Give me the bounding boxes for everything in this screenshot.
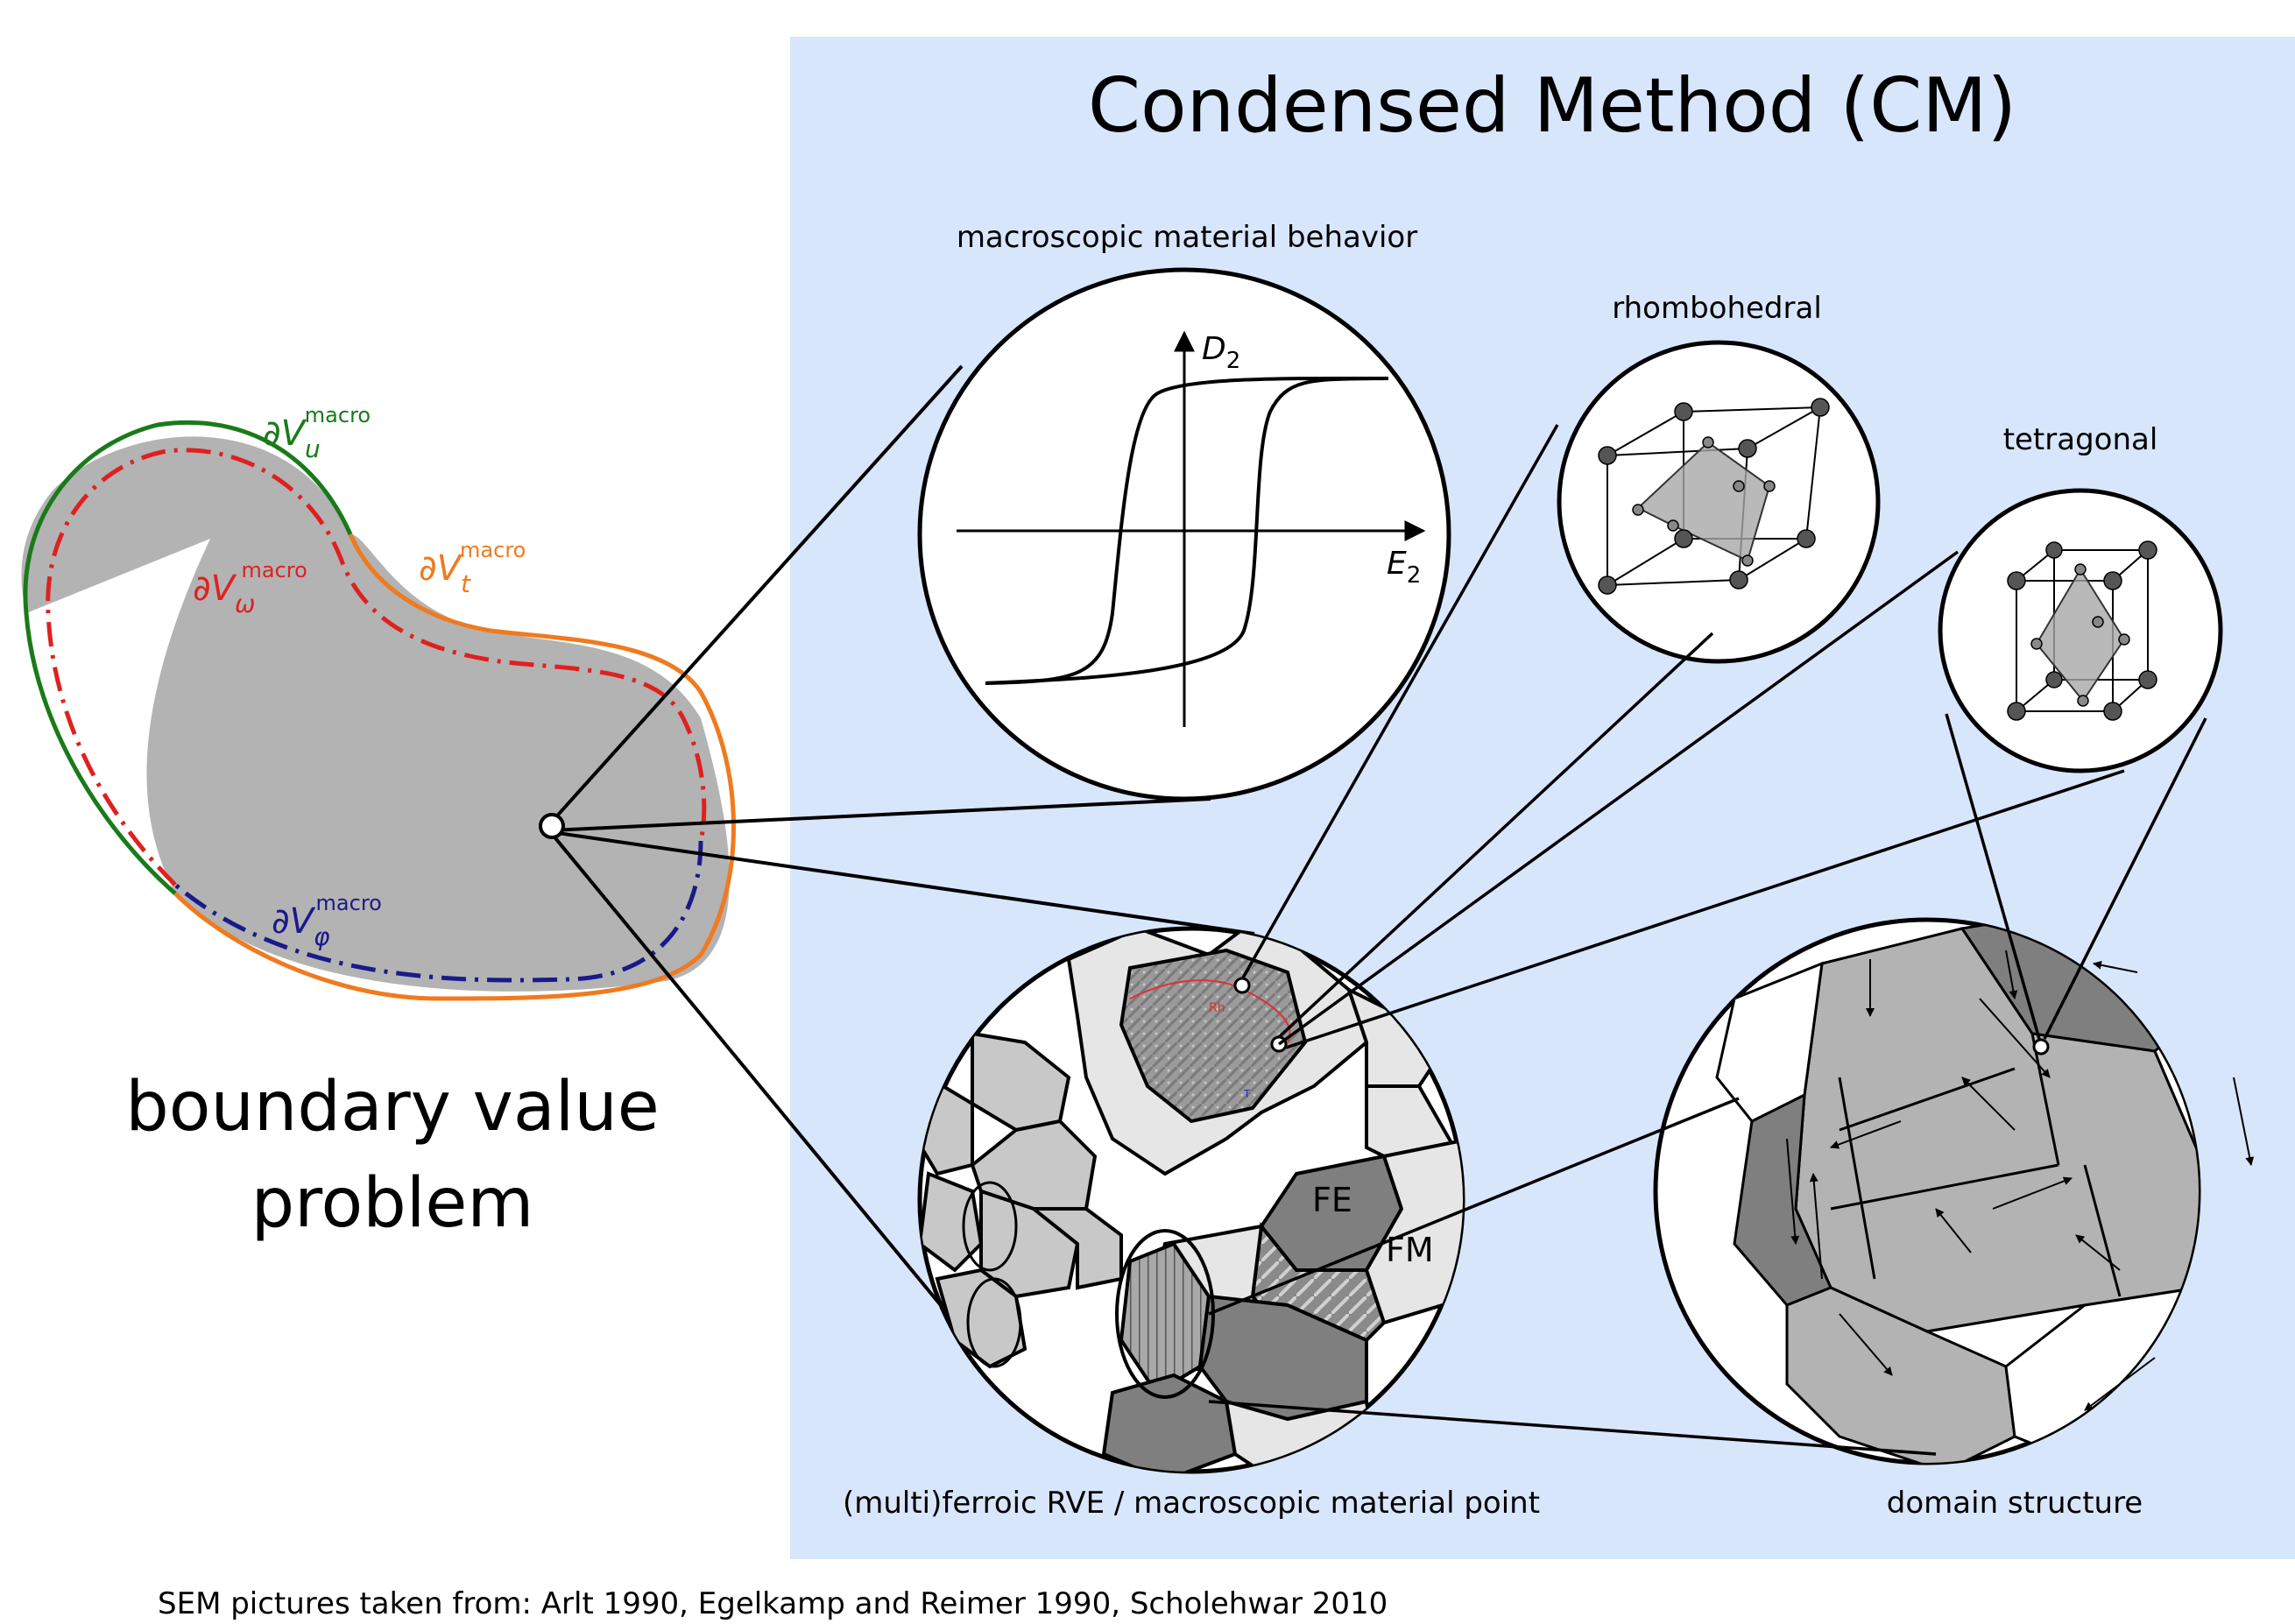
- tetragonal-label: tetragonal: [2003, 422, 2158, 457]
- boundary-t-label: ∂Vtmacro: [419, 538, 526, 598]
- rhombohedral-label: rhombohedral: [1612, 291, 1822, 326]
- rve-inset: Rh T FE FM: [917, 926, 1465, 1474]
- boundary-u-label: ∂Vumacro: [263, 403, 371, 463]
- panel-title: Condensed Method (CM): [1088, 62, 2016, 150]
- material-point-marker: [539, 813, 565, 839]
- svg-text:E2: E2: [1387, 546, 1421, 589]
- zoom-lines: [550, 364, 1255, 1326]
- bvp-title-line1: boundary value: [125, 1068, 660, 1147]
- svg-text:∂Vωmacro: ∂Vωmacro: [193, 558, 307, 618]
- svg-text:∂Vumacro: ∂Vumacro: [263, 403, 371, 463]
- bvp-body: [21, 420, 736, 1001]
- tetragonal-inset: [1938, 488, 2223, 773]
- svg-text:Rh: Rh: [1209, 1001, 1225, 1015]
- connector-lines: [1208, 424, 2207, 1456]
- domain-structure-label: domain structure: [1887, 1486, 2143, 1521]
- fe-label: FE: [1312, 1181, 1352, 1219]
- boundary-omega-label: ∂Vωmacro: [193, 558, 307, 618]
- svg-text:∂Vtmacro: ∂Vtmacro: [419, 538, 526, 598]
- macro-behavior-label: macroscopic material behavior: [957, 220, 1417, 255]
- rhombohedral-inset: [1557, 340, 1881, 664]
- bvp-title-line2: problem: [251, 1164, 534, 1243]
- fm-label: FM: [1386, 1231, 1434, 1269]
- boundary-t-line: [173, 533, 736, 1001]
- boundary-phi-label: ∂Vφmacro: [272, 891, 382, 951]
- svg-text:∂Vφmacro: ∂Vφmacro: [272, 891, 382, 951]
- footnote: SEM pictures taken from: Arlt 1990, Egel…: [158, 1586, 1388, 1621]
- boundary-phi-line: [173, 840, 703, 983]
- svg-text:T: T: [1243, 1088, 1251, 1100]
- rve-label: (multi)ferroic RVE / macroscopic materia…: [843, 1486, 1540, 1521]
- boundary-u-line: [23, 420, 353, 895]
- macro-behavior-inset: D2 E2: [917, 267, 1451, 801]
- boundary-omega-line: [46, 448, 707, 886]
- svg-text:D2: D2: [1202, 331, 1240, 374]
